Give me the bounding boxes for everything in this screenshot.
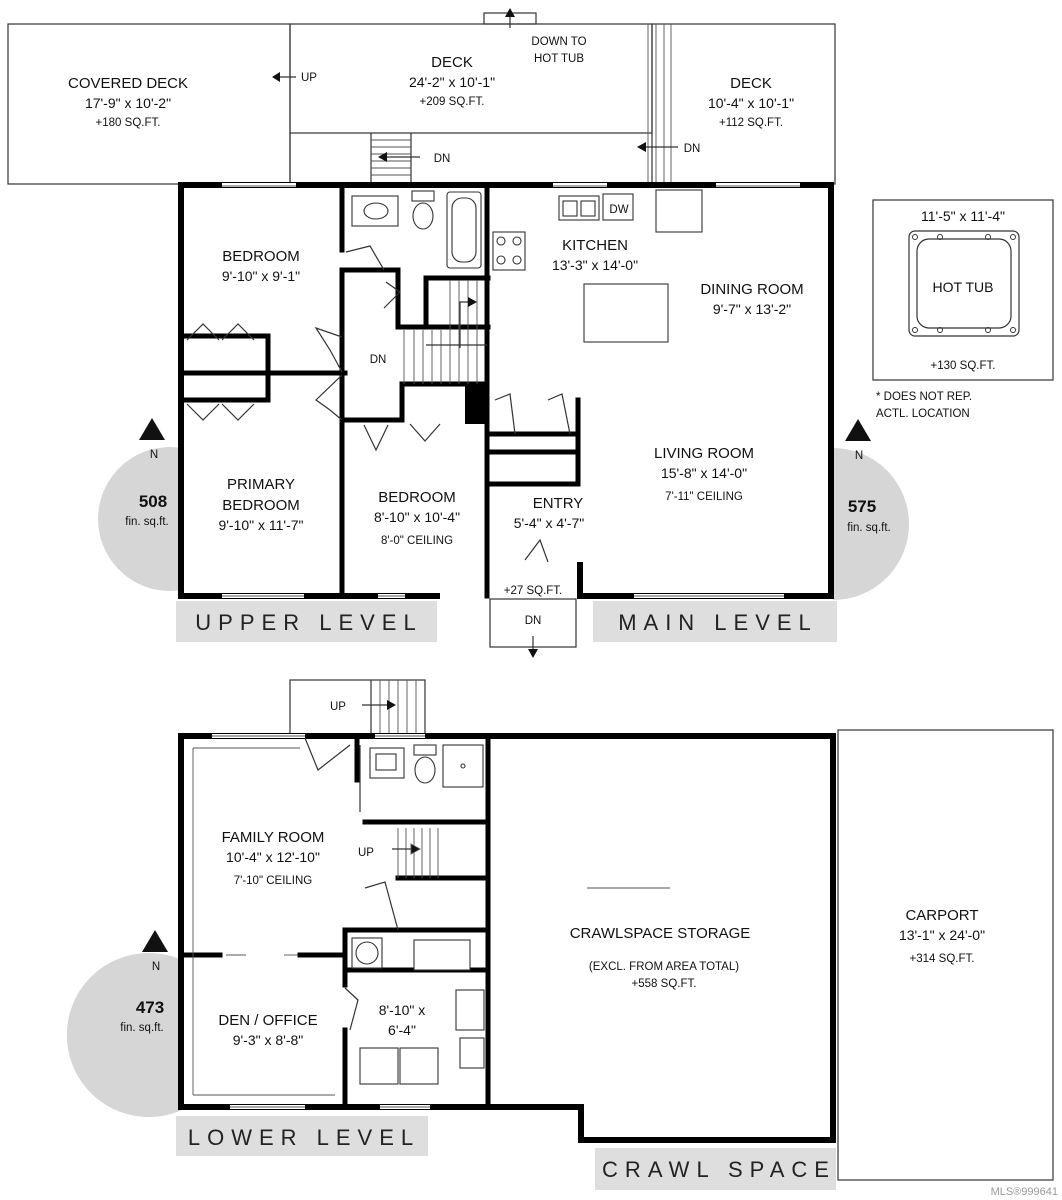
dn-label: DN [434, 153, 451, 165]
family-room-ceiling: 7'-10" CEILING [234, 875, 313, 887]
arrow-icon [272, 8, 678, 162]
den-office-name: DEN / OFFICE [218, 1012, 317, 1029]
landing-area: +27 SQ.FT. [504, 585, 562, 597]
primary-bedroom-dim: 9'-10" x 11'-7" [218, 517, 303, 533]
dining-room-dim: 9'-7" x 13'-2" [713, 301, 791, 317]
hot-tub-area: +130 SQ.FT. [931, 360, 996, 372]
crawlspace-note: (EXCL. FROM AREA TOTAL) [589, 961, 739, 973]
crawl-space-text: CRAWL SPACE [602, 1157, 836, 1182]
hot-tub-dim: 11'-5" x 11'-4" [921, 208, 1005, 224]
main-level-label: MAIN LEVEL [593, 601, 837, 642]
upper-level-label: UPPER LEVEL [176, 601, 437, 642]
hot-tub-name: HOT TUB [933, 279, 994, 295]
north-label: N [150, 449, 158, 461]
lower-level-text: LOWER LEVEL [188, 1125, 420, 1150]
up-label: UP [358, 847, 374, 859]
den-office-dim: 9'-3" x 8'-8" [233, 1032, 304, 1048]
lower-level-label: LOWER LEVEL [176, 1116, 428, 1156]
mls-watermark: MLS®999641 [991, 1186, 1058, 1198]
crawlspace-area: +558 SQ.FT. [632, 978, 697, 990]
lower-bath-fixtures [351, 744, 485, 1085]
bedroom-upper-name: BEDROOM [222, 248, 300, 265]
deck-right-dim: 10'-4" x 10'-1" [708, 95, 794, 111]
crawl-space-label: CRAWL SPACE [595, 1148, 836, 1190]
carport-area: +314 SQ.FT. [910, 953, 975, 965]
north-label: N [152, 961, 160, 973]
primary-bedroom-name: PRIMARY [227, 476, 295, 493]
covered-deck-name: COVERED DECK [68, 75, 188, 92]
lower-sqft: 473 [136, 998, 164, 1017]
deck-center-area: +209 SQ.FT. [420, 96, 485, 108]
main-level-text: MAIN LEVEL [618, 610, 818, 635]
dn-label: DN [525, 615, 542, 627]
dn-label: DN [684, 143, 701, 155]
dn-label: DN [370, 354, 387, 366]
laundry-dim: 8'-10" x [379, 1002, 426, 1018]
down-to-hot-tub-label: HOT TUB [534, 53, 584, 65]
main-sqft: 575 [848, 497, 876, 516]
entry-dim: 5'-4" x 4'-7" [514, 515, 585, 531]
covered-deck-area: +180 SQ.FT. [96, 117, 161, 129]
living-room-dim: 15'-8" x 14'-0" [661, 465, 747, 481]
covered-deck-dim: 17'-9" x 10'-2" [85, 95, 171, 111]
carport-dim: 13'-1" x 24'-0" [899, 927, 985, 943]
hot-tub-panel: 11'-5" x 11'-4" HOT TUB +130 SQ.FT. * DO… [872, 199, 1054, 420]
deck-stairs [370, 24, 672, 184]
upper-doors [186, 245, 571, 563]
upper-main-walls [178, 182, 834, 599]
living-room-ceiling: 7'-11" CEILING [665, 491, 743, 503]
deck-area: COVERED DECK 17'-9" x 10'-2" +180 SQ.FT.… [7, 8, 836, 185]
kitchen-fixtures: DW [492, 189, 703, 343]
kitchen-dim: 13'-3" x 14'-0" [552, 257, 638, 273]
lower-walls [178, 733, 836, 1143]
carport-outline [837, 729, 1054, 1181]
north-indicator-upper: N 508 fin. sq.ft. [98, 418, 182, 591]
crawlspace-name: CRAWLSPACE STORAGE [570, 925, 751, 942]
deck-center-dim: 24'-2" x 10'-1" [409, 74, 495, 90]
arrow-icon [459, 297, 477, 348]
upper-sqft-unit: fin. sq.ft. [125, 516, 168, 528]
deck-right-area: +112 SQ.FT. [719, 117, 783, 129]
bedroom-small-dim: 8'-10" x 10'-4" [374, 509, 460, 525]
north-indicator-lower: N 473 fin. sq.ft. [66, 930, 182, 1117]
family-room-dim: 10'-4" x 12'-10" [226, 849, 320, 865]
bedroom-small-ceiling: 8'-0" CEILING [381, 535, 453, 547]
location-note: * DOES NOT REP. [876, 391, 972, 403]
lower-sqft-unit: fin. sq.ft. [120, 1022, 163, 1034]
lower-entry-stairs: UP [289, 679, 426, 735]
kitchen-name: KITCHEN [562, 237, 628, 254]
upper-bath-fixtures [351, 190, 482, 269]
main-sqft-unit: fin. sq.ft. [847, 522, 890, 534]
entry-landing: +27 SQ.FT. DN [489, 585, 577, 658]
dishwasher-label: DW [609, 204, 628, 216]
laundry-dim: 6'-4" [388, 1022, 416, 1038]
deck-right-name: DECK [730, 75, 772, 92]
carport-name: CARPORT [905, 907, 978, 924]
living-room-name: LIVING ROOM [654, 445, 754, 462]
upper-sqft: 508 [139, 492, 167, 511]
deck-center-name: DECK [431, 54, 473, 71]
dining-room-name: DINING ROOM [700, 281, 803, 298]
family-room-name: FAMILY ROOM [222, 829, 325, 846]
lower-doors [304, 737, 399, 1031]
main-stairs [403, 280, 487, 384]
bedroom-upper-dim: 9'-10" x 9'-1" [222, 268, 300, 284]
north-indicator-main: N 575 fin. sq.ft. [833, 419, 909, 600]
bedroom-small-name: BEDROOM [378, 489, 456, 506]
upper-level-text: UPPER LEVEL [195, 610, 422, 635]
down-to-hot-tub-label: DOWN TO [531, 36, 586, 48]
location-note: ACTL. LOCATION [876, 408, 970, 420]
north-label: N [855, 450, 863, 462]
primary-bedroom-name: BEDROOM [222, 497, 300, 514]
up-label: UP [330, 701, 346, 713]
up-label: UP [301, 72, 317, 84]
entry-name: ENTRY [533, 495, 584, 512]
lower-stairs [392, 828, 439, 878]
